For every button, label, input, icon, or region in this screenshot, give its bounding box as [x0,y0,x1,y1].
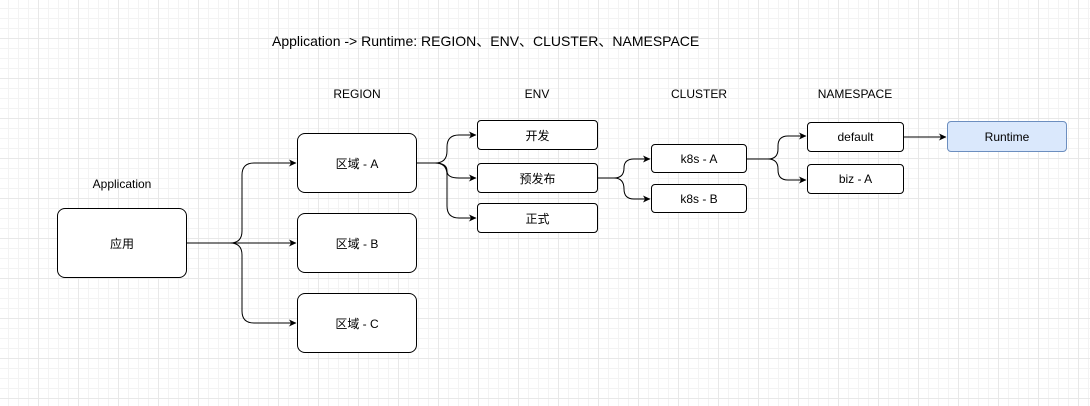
region-header: REGION [333,87,381,101]
edge-env-cluster-b [598,177,651,203]
cluster-a-node[interactable]: k8s - A [651,144,747,173]
application-node[interactable]: 应用 [57,208,187,278]
cluster-header: CLUSTER [670,87,728,101]
region-c-node[interactable]: 区域 - C [297,293,417,353]
env-pre-node[interactable]: 预发布 [477,163,598,193]
edge-cluster-ns-default [747,132,807,160]
diagram-title: Application -> Runtime: REGION、ENV、CLUST… [272,33,700,49]
env-prod-node[interactable]: 正式 [477,203,598,233]
namespace-header: NAMESPACE [817,87,893,101]
edge-region-env-prod [417,162,477,222]
env-header: ENV [524,87,550,101]
edge-app-region-c [187,242,297,327]
edge-region-env-dev [417,131,477,164]
namespace-biz-node[interactable]: biz - A [807,164,904,194]
region-a-node[interactable]: 区域 - A [297,133,417,193]
env-dev-node[interactable]: 开发 [477,120,598,150]
namespace-default-node[interactable]: default [807,122,904,152]
runtime-node[interactable]: Runtime [947,121,1067,152]
cluster-b-node[interactable]: k8s - B [651,184,747,213]
edge-env-cluster-a [598,155,651,179]
edge-app-region-a [187,159,297,244]
edge-cluster-ns-biz [747,158,807,184]
region-b-node[interactable]: 区域 - B [297,213,417,273]
application-header: Application [92,177,152,191]
